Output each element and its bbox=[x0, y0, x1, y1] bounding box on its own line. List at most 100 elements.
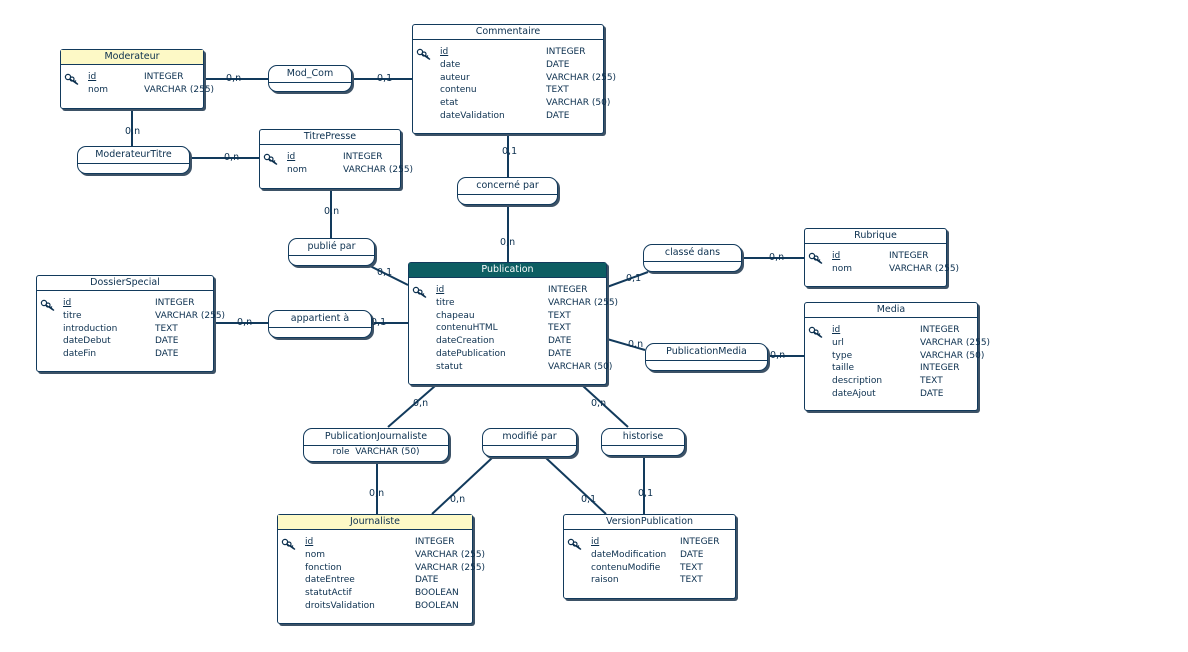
cardinality-label: 0,n bbox=[237, 317, 253, 328]
attribute-name: id bbox=[287, 152, 296, 162]
link-pubmedia-publication bbox=[606, 338, 646, 351]
attribute-type: DATE bbox=[548, 336, 572, 347]
attribute-row: chapeau TEXT bbox=[409, 310, 606, 323]
attribute-type: DATE bbox=[920, 388, 944, 399]
attribute-type: INTEGER bbox=[144, 72, 184, 82]
cardinality-label: 0,n bbox=[450, 494, 466, 505]
cardinality-label: 0,1 bbox=[502, 146, 518, 157]
cardinality-label: 0,n bbox=[500, 237, 516, 248]
association-historise: historise bbox=[601, 428, 685, 456]
attribute-type: BOOLEAN bbox=[415, 588, 459, 599]
attribute-name: dateDebut bbox=[63, 336, 111, 347]
attribute-type: INTEGER bbox=[920, 325, 960, 335]
attribute-type: TEXT bbox=[920, 376, 943, 387]
entity-title: Commentaire bbox=[413, 25, 603, 40]
association-title: classé dans bbox=[644, 245, 741, 262]
attribute-name: dateFin bbox=[63, 349, 97, 360]
attribute-name: dateCreation bbox=[436, 336, 495, 347]
attribute-type: INTEGER bbox=[415, 537, 455, 547]
attribute-type: TEXT bbox=[548, 310, 571, 321]
attribute-type: VARCHAR (50) bbox=[920, 350, 985, 361]
attribute-type: DATE bbox=[680, 549, 704, 560]
key-icon bbox=[416, 45, 432, 60]
attribute-row: url VARCHAR (255) bbox=[805, 337, 990, 350]
cardinality-label: 0,1 bbox=[377, 267, 393, 278]
attribute-type: VARCHAR (255) bbox=[546, 72, 617, 83]
association-title: PublicationJournaliste bbox=[304, 429, 448, 446]
attribute-type: TEXT bbox=[548, 323, 571, 334]
attribute-type: TEXT bbox=[155, 323, 178, 334]
association-title: Mod_Com bbox=[269, 66, 351, 83]
cardinality-label: 0,1 bbox=[626, 273, 642, 284]
attribute-name: nom bbox=[832, 263, 852, 274]
association-title: modifié par bbox=[483, 429, 576, 446]
association-concerne-par: concerné par bbox=[457, 177, 558, 205]
attribute-name: id bbox=[63, 298, 72, 308]
attribute-name: id bbox=[832, 325, 841, 335]
cardinality-label: 0,n bbox=[770, 350, 786, 361]
attribute-name: url bbox=[832, 337, 844, 348]
attribute-type: INTEGER bbox=[680, 537, 720, 547]
entity-title: TitrePresse bbox=[260, 130, 400, 145]
link-modifie-version bbox=[545, 457, 607, 515]
attribute-type: INTEGER bbox=[889, 251, 929, 261]
attribute-name: taille bbox=[832, 363, 855, 374]
association-moderateurtitre: ModerateurTitre bbox=[77, 146, 190, 174]
attribute-name: id bbox=[88, 72, 97, 82]
cardinality-label: 0,n bbox=[769, 252, 785, 263]
attribute-name: auteur bbox=[440, 72, 470, 83]
link-pubjour-publication bbox=[387, 385, 436, 428]
attribute-type: DATE bbox=[155, 349, 179, 360]
link-classe-publication bbox=[606, 271, 649, 288]
attribute-name: chapeau bbox=[436, 310, 475, 321]
attribute-type: VARCHAR (255) bbox=[920, 337, 991, 348]
key-icon bbox=[567, 535, 583, 550]
attribute-name: dateAjout bbox=[832, 388, 876, 399]
attribute-type: TEXT bbox=[680, 575, 703, 586]
attribute-name: id bbox=[591, 537, 600, 547]
attribute-type: VARCHAR (255) bbox=[155, 310, 226, 321]
key-icon bbox=[808, 249, 824, 264]
attribute-name: etat bbox=[440, 98, 459, 109]
entity-title: DossierSpecial bbox=[37, 276, 213, 291]
attribute-type: INTEGER bbox=[548, 285, 588, 295]
attribute-name: role bbox=[332, 447, 350, 457]
attribute-type: VARCHAR (255) bbox=[889, 263, 960, 274]
attribute-row: id INTEGER bbox=[564, 536, 735, 549]
attribute-name: id bbox=[440, 47, 449, 57]
cardinality-label: 0,n bbox=[226, 73, 242, 84]
attribute-name: contenuHTML bbox=[436, 323, 498, 334]
key-icon bbox=[281, 535, 297, 550]
attribute-name: statut bbox=[436, 361, 463, 372]
key-icon bbox=[64, 70, 80, 85]
attribute-name: titre bbox=[436, 297, 455, 308]
association-modifie-par: modifié par bbox=[482, 428, 577, 457]
cardinality-label: 0,1 bbox=[581, 494, 597, 505]
attribute-name: raison bbox=[591, 575, 619, 586]
